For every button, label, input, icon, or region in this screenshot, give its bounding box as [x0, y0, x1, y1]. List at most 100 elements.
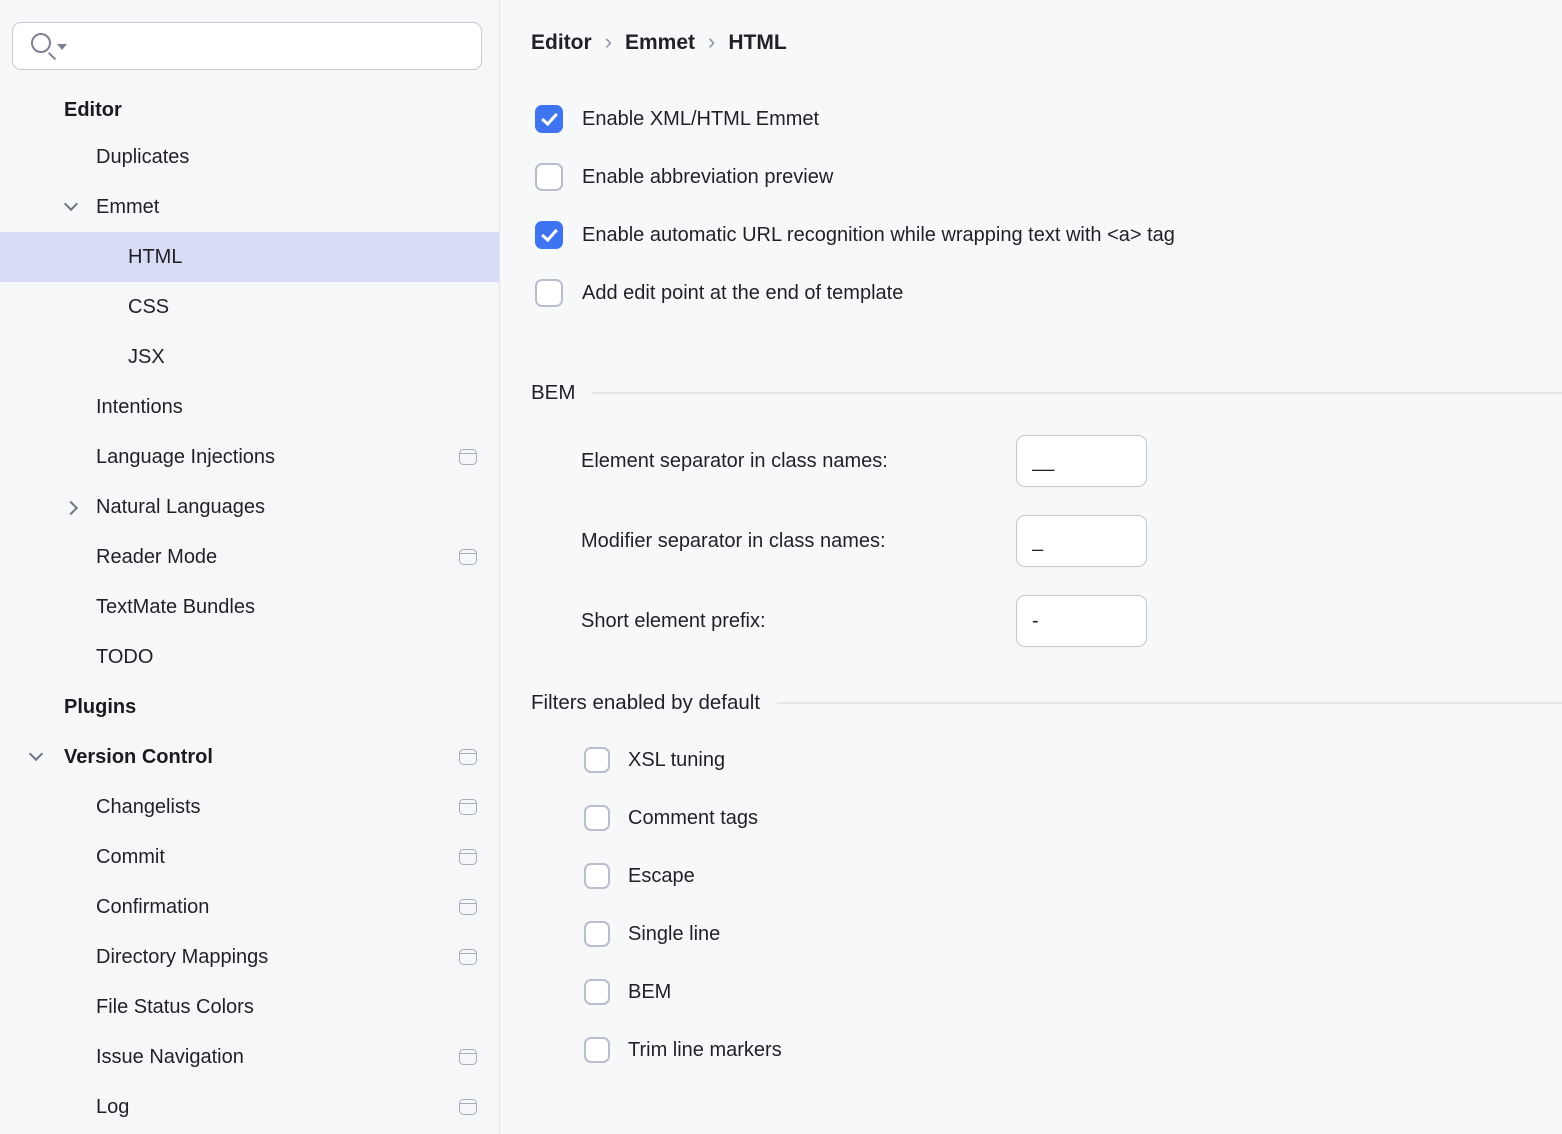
window-icon — [459, 449, 477, 465]
filter-label: Trim line markers — [628, 1038, 782, 1061]
emmet-options-group: Enable XML/HTML Emmet Enable abbreviatio… — [535, 90, 1562, 322]
sidebar-item-label: CSS — [128, 295, 170, 318]
window-icon — [459, 799, 477, 815]
option-label: Add edit point at the end of template — [582, 281, 904, 304]
filters-group: XSL tuning Comment tags Escape Single li… — [584, 731, 1562, 1079]
sidebar-item-plugins[interactable]: Plugins — [0, 682, 499, 732]
filter-label: Single line — [628, 922, 721, 945]
filter-row-bem[interactable]: BEM — [584, 963, 1562, 1021]
field-label: Short element prefix: — [581, 609, 766, 632]
sidebar-item-language-injections[interactable]: Language Injections — [0, 432, 499, 482]
sidebar-item-file-status-colors[interactable]: File Status Colors — [0, 982, 499, 1032]
search-dropdown-caret-icon[interactable] — [57, 44, 67, 50]
checkbox-trim-line-markers[interactable] — [584, 1037, 610, 1063]
filter-row-trim-line-markers[interactable]: Trim line markers — [584, 1021, 1562, 1079]
bem-fields-group: Element separator in class names: Modifi… — [581, 435, 1562, 647]
checkbox-enable-emmet[interactable] — [535, 105, 563, 133]
search-input[interactable] — [12, 22, 482, 70]
breadcrumb-emmet[interactable]: Emmet — [625, 31, 696, 54]
checkbox-xsl-tuning[interactable] — [584, 747, 610, 773]
option-label: Enable abbreviation preview — [582, 165, 834, 188]
sidebar-item-label: TextMate Bundles — [96, 595, 255, 618]
option-label: Enable automatic URL recognition while w… — [582, 223, 1175, 246]
option-row-edit-point[interactable]: Add edit point at the end of template — [535, 264, 1562, 322]
sidebar-item-confirmation[interactable]: Confirmation — [0, 882, 499, 932]
sidebar-item-duplicates[interactable]: Duplicates — [0, 132, 499, 182]
filter-row-single-line[interactable]: Single line — [584, 905, 1562, 963]
sidebar-item-editor[interactable]: Editor — [0, 88, 499, 132]
settings-sidebar: Editor Duplicates Emmet HTML CSS JSX Int… — [0, 0, 500, 1134]
sidebar-item-label: Directory Mappings — [96, 945, 269, 968]
window-icon — [459, 549, 477, 565]
checkbox-edit-point[interactable] — [535, 279, 563, 307]
filter-row-xsl-tuning[interactable]: XSL tuning — [584, 731, 1562, 789]
option-row-url-recognition[interactable]: Enable automatic URL recognition while w… — [535, 206, 1562, 264]
sidebar-item-commit[interactable]: Commit — [0, 832, 499, 882]
sidebar-item-jsx[interactable]: JSX — [0, 332, 499, 382]
sidebar-item-natural-languages[interactable]: Natural Languages — [0, 482, 499, 532]
window-icon — [459, 899, 477, 915]
filter-label: Escape — [628, 864, 695, 887]
checkbox-url-recognition[interactable] — [535, 221, 563, 249]
field-label: Modifier separator in class names: — [581, 529, 886, 552]
settings-content: Editor › Emmet › HTML Enable XML/HTML Em… — [501, 0, 1562, 1134]
option-row-abbreviation-preview[interactable]: Enable abbreviation preview — [535, 148, 1562, 206]
sidebar-item-html[interactable]: HTML — [0, 232, 499, 282]
breadcrumb-editor[interactable]: Editor — [531, 31, 592, 54]
sidebar-item-textmate-bundles[interactable]: TextMate Bundles — [0, 582, 499, 632]
sidebar-item-label: File Status Colors — [96, 995, 254, 1018]
sidebar-item-css[interactable]: CSS — [0, 282, 499, 332]
section-title: Filters enabled by default — [531, 691, 761, 714]
section-title: BEM — [531, 381, 576, 404]
search-icon — [31, 33, 51, 53]
sidebar-item-label: Issue Navigation — [96, 1045, 244, 1068]
sidebar-item-changelists[interactable]: Changelists — [0, 782, 499, 832]
sidebar-item-todo[interactable]: TODO — [0, 632, 499, 682]
checkbox-comment-tags[interactable] — [584, 805, 610, 831]
modifier-separator-input[interactable] — [1016, 515, 1147, 567]
settings-tree: Editor Duplicates Emmet HTML CSS JSX Int… — [0, 88, 499, 1132]
sidebar-item-label: JSX — [128, 345, 165, 368]
checkbox-abbreviation-preview[interactable] — [535, 163, 563, 191]
checkbox-bem[interactable] — [584, 979, 610, 1005]
filter-label: XSL tuning — [628, 748, 726, 771]
sidebar-item-label: HTML — [128, 245, 183, 268]
sidebar-item-intentions[interactable]: Intentions — [0, 382, 499, 432]
element-separator-input[interactable] — [1016, 435, 1147, 487]
sidebar-item-label: Changelists — [96, 795, 201, 818]
checkbox-escape[interactable] — [584, 863, 610, 889]
filter-row-escape[interactable]: Escape — [584, 847, 1562, 905]
sidebar-item-label: Commit — [96, 845, 165, 868]
filter-label: BEM — [628, 980, 672, 1003]
sidebar-item-version-control[interactable]: Version Control — [0, 732, 499, 782]
sidebar-item-label: Log — [96, 1095, 130, 1118]
short-element-prefix-input[interactable] — [1016, 595, 1147, 647]
sidebar-item-reader-mode[interactable]: Reader Mode — [0, 532, 499, 582]
section-header-bem: BEM — [531, 380, 1562, 406]
sidebar-item-label: Editor — [64, 98, 122, 121]
chevron-right-icon: › — [708, 28, 716, 54]
filter-label: Comment tags — [628, 806, 759, 829]
breadcrumb: Editor › Emmet › HTML — [501, 0, 1562, 56]
window-icon — [459, 1049, 477, 1065]
window-icon — [459, 749, 477, 765]
section-divider — [592, 392, 1562, 394]
checkmark-icon — [541, 108, 558, 127]
field-label: Element separator in class names: — [581, 449, 888, 472]
checkbox-single-line[interactable] — [584, 921, 610, 947]
window-icon — [459, 849, 477, 865]
sidebar-item-issue-navigation[interactable]: Issue Navigation — [0, 1032, 499, 1082]
field-row-short-element-prefix: Short element prefix: — [581, 595, 1562, 647]
breadcrumb-html: HTML — [728, 31, 787, 54]
option-row-enable-emmet[interactable]: Enable XML/HTML Emmet — [535, 90, 1562, 148]
sidebar-item-label: Natural Languages — [96, 495, 266, 518]
sidebar-item-log[interactable]: Log — [0, 1082, 499, 1132]
sidebar-item-emmet[interactable]: Emmet — [0, 182, 499, 232]
sidebar-item-directory-mappings[interactable]: Directory Mappings — [0, 932, 499, 982]
sidebar-item-label: Version Control — [64, 745, 213, 768]
field-row-element-separator: Element separator in class names: — [581, 435, 1562, 487]
filter-row-comment-tags[interactable]: Comment tags — [584, 789, 1562, 847]
sidebar-item-label: Reader Mode — [96, 545, 218, 568]
sidebar-item-label: TODO — [96, 645, 154, 668]
sidebar-item-label: Confirmation — [96, 895, 210, 918]
